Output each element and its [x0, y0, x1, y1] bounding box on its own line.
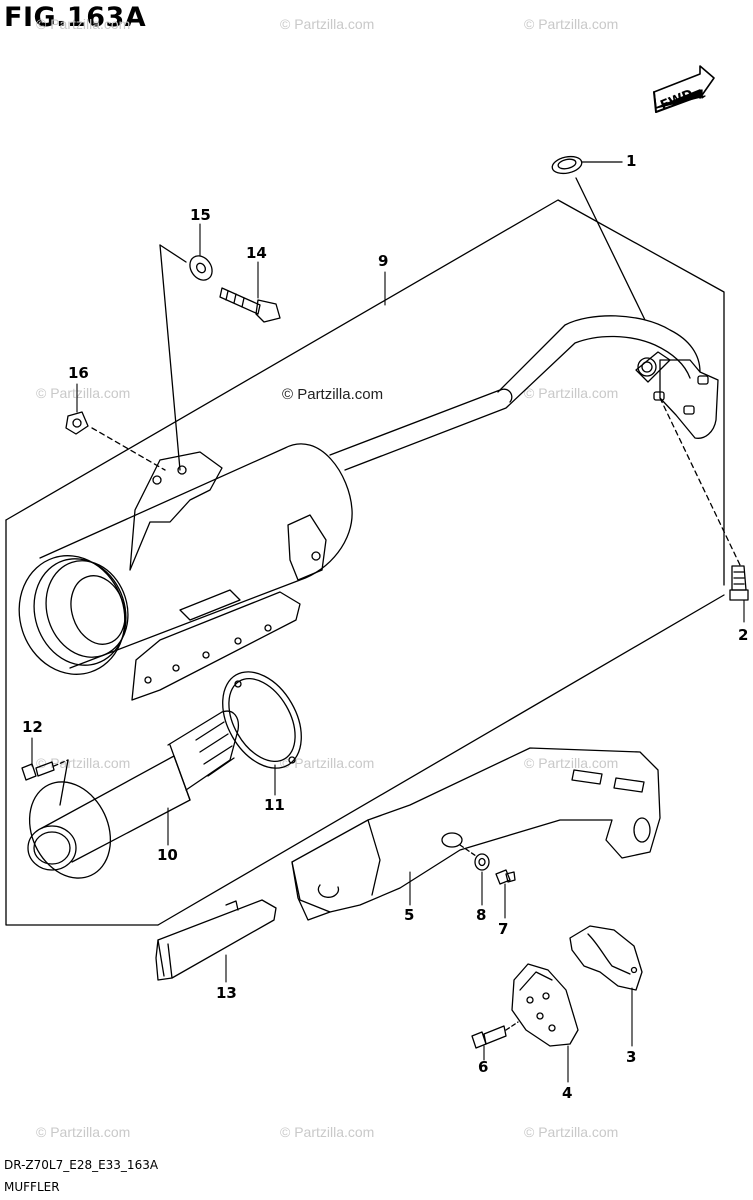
watermark: © Partzilla.com [280, 755, 375, 771]
watermark-center: © Partzilla.com [282, 386, 384, 403]
watermark: © Partzilla.com [36, 755, 131, 771]
gasket-part-11 [222, 671, 302, 769]
section-title: MUFFLER [4, 1180, 60, 1194]
callout-8: 8 [476, 906, 487, 924]
callout-14: 14 [246, 244, 267, 262]
watermark: © Partzilla.com [524, 16, 619, 32]
model-code: DR-Z70L7_E28_E33_163A [4, 1158, 159, 1172]
callout-3: 3 [626, 1048, 637, 1066]
watermark: © Partzilla.com [36, 1124, 131, 1140]
figure-title: FIG.163A [4, 2, 147, 33]
bolt-part-12 [21, 759, 69, 806]
callout-13: 13 [216, 984, 237, 1002]
callout-11: 11 [264, 796, 285, 814]
assembly-outline [5, 519, 159, 926]
washer-part-8 [459, 844, 490, 871]
watermark: © Partzilla.com [36, 16, 131, 32]
cover-part-4 [511, 963, 579, 1047]
bolt-part-14 [219, 287, 281, 323]
callout-1: 1 [626, 152, 637, 170]
watermark: © Partzilla.com [36, 385, 131, 401]
gasket-part-1 [551, 155, 646, 321]
watermark: © Partzilla.com [524, 385, 619, 401]
washer-part-15 [159, 244, 213, 471]
watermark: © Partzilla.com [280, 1124, 375, 1140]
callout-7: 7 [498, 920, 509, 938]
watermark: © Partzilla.com [280, 16, 375, 32]
callout-12: 12 [22, 718, 43, 736]
assembly-outline [5, 199, 725, 586]
callout-15: 15 [190, 206, 211, 224]
callout-4: 4 [562, 1084, 573, 1102]
bolt-part-6 [471, 1021, 519, 1049]
guard-part-13 [155, 899, 277, 981]
bolt-part-2 [659, 397, 749, 601]
callout-16: 16 [68, 364, 89, 382]
heat-shield-part-5 [291, 747, 661, 921]
assembly-outline [157, 594, 725, 926]
callout-10: 10 [157, 846, 178, 864]
screw-part-7 [495, 869, 516, 885]
fwd-arrow-icon [653, 65, 715, 113]
callout-5: 5 [404, 906, 415, 924]
callout-6: 6 [478, 1058, 489, 1076]
leader-lines [31, 161, 745, 1083]
watermark: © Partzilla.com [524, 755, 619, 771]
exhaust-pipe [329, 315, 719, 471]
callout-9: 9 [378, 252, 389, 270]
cover-part-3 [569, 925, 643, 991]
callout-2: 2 [738, 626, 749, 644]
nut-part-16 [65, 411, 166, 471]
tailpipe-part-10 [27, 710, 240, 879]
watermark: © Partzilla.com [524, 1124, 619, 1140]
muffler-body [18, 443, 353, 701]
